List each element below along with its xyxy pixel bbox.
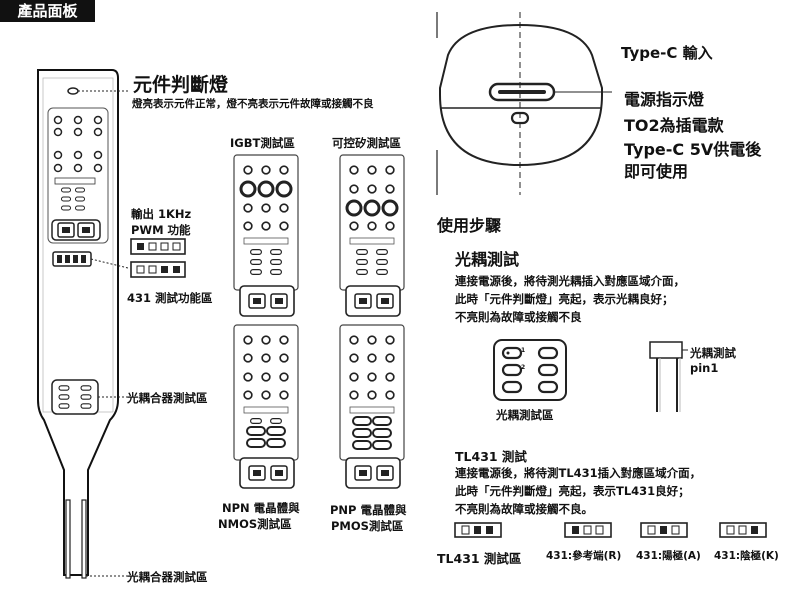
socket-label-igbt: IGBT測試區	[230, 136, 295, 150]
typec-port-drawing	[436, 12, 612, 195]
pwm-socket-strip	[130, 238, 186, 278]
tl431-pin-cathode-label: 431:陰極(K)	[714, 550, 779, 562]
power-led-label: 電源指示燈	[624, 90, 705, 109]
opto-socket-label: 光耦測試區	[496, 408, 554, 422]
socket-label-pnp-line1: PNP 電晶體與	[330, 503, 407, 517]
typec-note2: Type-C 5V供電後	[624, 140, 762, 159]
opto-pin-number-2: 2	[521, 364, 526, 371]
component-led-icon	[67, 87, 79, 95]
opto-pin-number-1: 1	[521, 347, 526, 354]
socket-board-scr	[339, 154, 405, 291]
opto-test-line3: 不亮則為故障或接觸不良	[455, 310, 582, 324]
opto-test-line2: 此時「元件判斷燈」亮起，表示光耦良好；	[455, 292, 674, 306]
typec-input-label: Type-C 輸入	[621, 44, 713, 62]
opto-pin-label-line2: pin1	[690, 361, 719, 375]
typec-note3: 即可使用	[624, 162, 689, 181]
socket-board-igbt	[233, 154, 299, 291]
socket-label-pnp-line2: PMOS測試區	[331, 519, 404, 533]
opto-test-title: 光耦測試	[455, 250, 520, 269]
tl431-pin-anode-label: 431:陽極(A)	[636, 550, 701, 562]
optocoupler-socket-drawing	[493, 339, 567, 401]
opto-pin-label-line1: 光耦測試	[690, 346, 736, 360]
pwm-label-line1: 輸出 1KHz	[131, 207, 192, 221]
optocoupler-chip-drawing	[649, 341, 688, 412]
tl431-socket-main	[454, 522, 502, 538]
socket-board-npn	[233, 324, 299, 461]
tl431-socket-anode	[640, 522, 688, 538]
tl431-test-line3: 不亮則為故障或接觸不良。	[455, 502, 593, 516]
pwm-label-line2: PWM 功能	[131, 223, 191, 237]
component-led-desc: 燈亮表示元件正常，燈不亮表示元件故障或接觸不良	[132, 98, 374, 110]
socket-label-npn-line2: NMOS測試區	[218, 517, 292, 531]
tl431-area-label: 431 測試功能區	[127, 291, 213, 305]
component-led-title: 元件判斷燈	[133, 74, 229, 96]
tl431-test-line1: 連接電源後，將待測TL431插入對應區域介面，	[455, 466, 702, 480]
tl431-pin-ref-label: 431:參考端(R)	[546, 550, 622, 562]
tl431-test-line2: 此時「元件判斷燈」亮起，表示TL431良好；	[455, 484, 690, 498]
optocoupler-area-label: 光耦合器測試區	[127, 391, 208, 405]
socket-label-scr: 可控矽測試區	[332, 136, 401, 150]
tester-body	[37, 69, 119, 579]
usage-title: 使用步驟	[437, 216, 502, 235]
panel-header: 產品面板	[0, 0, 95, 22]
tl431-socket-ref	[564, 522, 612, 538]
tl431-test-title: TL431 測試	[455, 449, 527, 464]
typec-note1: TO2為插電款	[624, 116, 724, 135]
tl431-socket-cathode	[719, 522, 767, 538]
opto-test-line1: 連接電源後，將待測光耦插入對應區域介面，	[455, 274, 685, 288]
socket-label-npn-line1: NPN 電晶體與	[222, 501, 300, 515]
tl431-socket-label: TL431 測試區	[437, 551, 522, 566]
socket-board-pnp	[339, 324, 405, 461]
optocoupler-probe-label: 光耦合器測試區	[127, 570, 208, 584]
